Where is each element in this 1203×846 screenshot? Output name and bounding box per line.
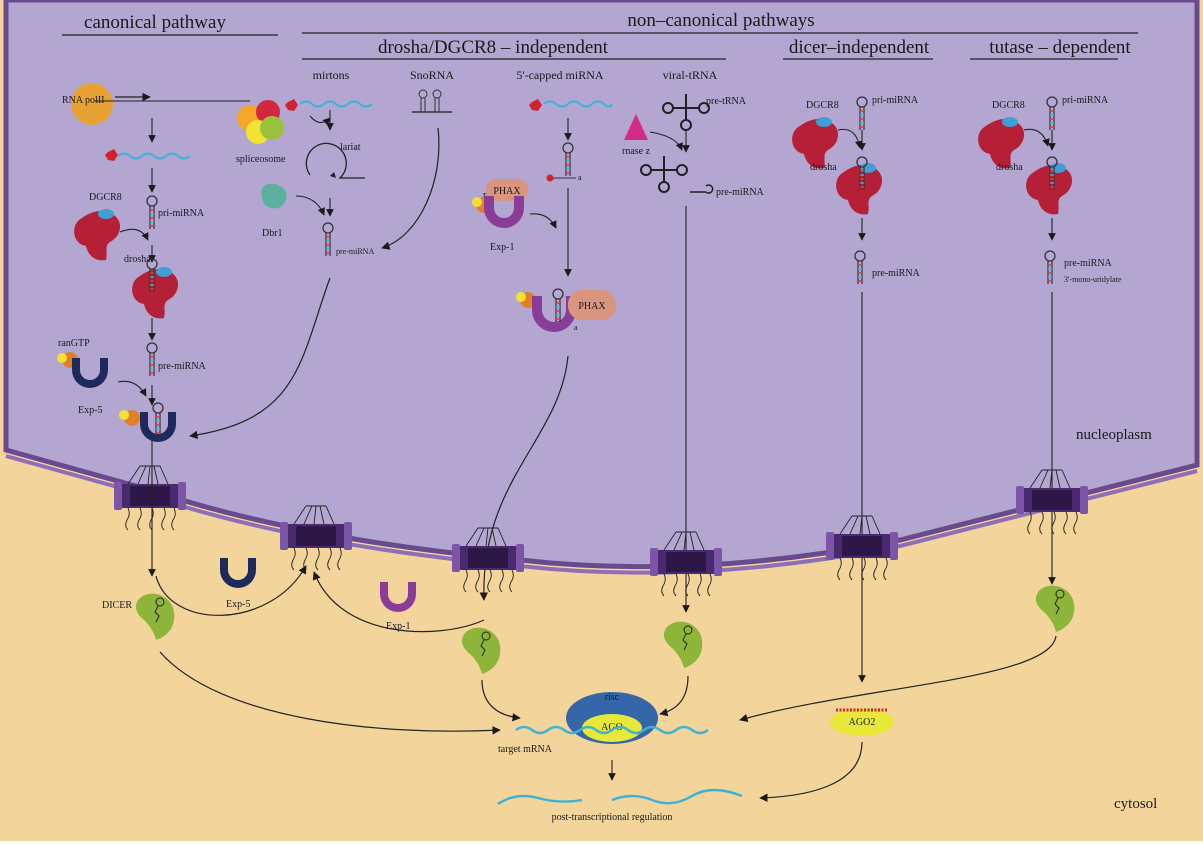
pri-mirna-strand (117, 152, 191, 160)
label-pre-dicerind: pre-miRNA (872, 268, 921, 279)
label-dgcr8-tutase: DGCR8 (992, 100, 1025, 111)
label-ago: AGO (601, 722, 623, 733)
label-rna-polii: RNA polII (62, 95, 105, 106)
dbr1-icon (261, 183, 287, 209)
recycled-exportin5-icon (220, 558, 256, 588)
label-drosha-canonical: drosha (124, 254, 151, 265)
header-non-canonical: non–canonical pathways (627, 10, 814, 31)
label-rangtp-canonical: ranGTP (58, 338, 90, 349)
label-pri-tutase: pri-miRNA (1062, 95, 1109, 106)
label-a1: a (578, 173, 582, 182)
label-lariat: lariat (340, 142, 361, 153)
label-pri-mirna-canonical: pri-miRNA (158, 208, 205, 219)
label-nucleoplasm: nucleoplasm (1076, 427, 1152, 443)
recycled-exportin1-icon (380, 582, 416, 612)
label-rnase-z: rnase z (622, 146, 651, 157)
exportin5-complex-icon (140, 412, 176, 442)
header-tutase-dependent: tutase – dependent (989, 37, 1131, 58)
label-pri-dicerind: pri-miRNA (872, 95, 919, 106)
exportin1-icon (484, 196, 524, 228)
label-pre-tutase: pre-miRNA (1064, 258, 1113, 269)
label-5-capped: 5'-capped miRNA (516, 68, 603, 82)
label-spliceosome: spliceosome (236, 154, 286, 165)
label-risc: risc (605, 692, 620, 703)
rna-polii-icon (71, 83, 113, 125)
label-phax-complex: PHAX (578, 301, 606, 312)
capped-strand (543, 100, 613, 108)
ago2-protein (830, 708, 894, 736)
label-viral-trna: viral-tRNA (663, 68, 718, 82)
label-dgcr8-canonical: DGCR8 (89, 192, 122, 203)
header-canonical: canonical pathway (84, 12, 226, 33)
ago-protein (582, 714, 642, 742)
target-mrna-strand (515, 725, 709, 735)
cleaved-mrna-2 (611, 788, 743, 805)
label-mirtons: mirtons (313, 68, 350, 82)
gtp-icon (57, 353, 67, 363)
label-pre-mirna-canonical: pre-miRNA (158, 361, 207, 372)
label-target-mrna: target mRNA (498, 744, 553, 755)
label-ptr: post-transcriptional regulation (552, 812, 673, 823)
label-viral-pre-mirna: pre-miRNA (716, 187, 765, 198)
nucleus (3, 0, 1200, 570)
exportin1-complex-icon (532, 296, 576, 332)
label-mono-uridylate: 3'-mono-uridylate (1064, 275, 1122, 284)
header-dicer-independent: dicer–independent (789, 37, 930, 58)
mirton-strand (299, 100, 373, 108)
label-drosha-dicerind: drosha (810, 162, 837, 173)
header-drosha-independent: drosha/DGCR8 – independent (378, 37, 609, 58)
label-exp1-cytosol: Exp-1 (386, 621, 410, 632)
label-snorna: SnoRNA (410, 68, 454, 82)
label-exp5-cytosol: Exp-5 (226, 599, 250, 610)
rnase-z-icon (624, 114, 648, 140)
label-dgcr8-dicerind: DGCR8 (806, 100, 839, 111)
label-exp1-capped: Exp-1 (490, 242, 514, 253)
label-dicer: DICER (102, 600, 132, 611)
label-drosha-tutase: drosha (996, 162, 1023, 173)
label-pre-trna: pre-tRNA (706, 96, 747, 107)
label-phax: PHAX (493, 186, 521, 197)
label-dbr1: Dbr1 (262, 228, 283, 239)
label-cytosol: cytosol (1114, 796, 1157, 812)
cap-icon (105, 149, 118, 161)
label-mirton-pre-mirna: pre-miRNA (336, 247, 374, 256)
label-ago2: AGO2 (849, 717, 876, 728)
label-exp5-canonical: Exp-5 (78, 405, 102, 416)
exportin5-icon (72, 358, 108, 388)
cleaved-mrna-1 (497, 794, 583, 806)
snorna-icon (412, 89, 452, 113)
lariat-icon (305, 142, 365, 179)
label-a2: a (574, 323, 578, 332)
phax-icon (486, 179, 528, 201)
